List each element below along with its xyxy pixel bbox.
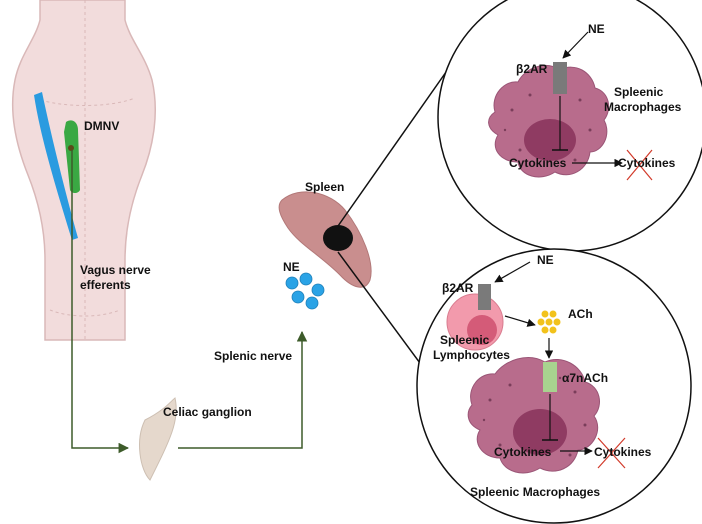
celiac-ganglion-label: Celiac ganglion <box>163 405 252 419</box>
top-blocked-cross <box>626 149 653 181</box>
dmnv-marker-dot <box>68 145 74 151</box>
bottom-cytokines-right-label: Cytokines <box>594 445 652 459</box>
vagus-nerve-shape <box>34 92 78 240</box>
bottom-b2ar-receptor <box>478 284 491 310</box>
top-b2ar-receptor <box>553 62 567 94</box>
bottom-macrophage-granules <box>482 376 587 457</box>
celiac-ganglion-shape <box>139 397 177 481</box>
ach-release-arrow <box>504 315 536 327</box>
dmnv-label: DMNV <box>84 119 120 133</box>
spleen-focus-dot <box>323 225 353 251</box>
bottom-macrophage-nucleus <box>513 409 567 455</box>
a7nach-label: α7nACh <box>562 371 609 385</box>
lymphocyte-nucleus <box>467 315 497 345</box>
vagus-efferent-path <box>71 150 130 454</box>
zoom-line-top <box>337 44 466 227</box>
top-b2ar-label: β2AR <box>516 62 548 76</box>
bottom-blocked-cross <box>597 437 626 469</box>
ach-label: ACh <box>568 307 593 321</box>
ach-molecules <box>537 310 561 334</box>
top-macrophage-granules <box>503 88 592 162</box>
spleen-label: Spleen <box>305 180 345 194</box>
top-cytokines-right-label: Cytokines <box>618 156 676 170</box>
bottom-ne-label: NE <box>537 253 554 267</box>
vagus-efferents-label-line2: efferents <box>80 278 131 292</box>
vagus-efferents-label-line1: Vagus nerve <box>80 263 151 277</box>
top-macrophage-nucleus <box>524 119 576 161</box>
top-macrophages-label-line1: Spleenic <box>614 85 664 99</box>
lymphocytes-label-line2: Lymphocytes <box>433 348 510 362</box>
splenic-nerve-label: Splenic nerve <box>214 349 293 363</box>
top-ne-arrow <box>562 31 589 59</box>
top-ne-label: NE <box>588 22 605 36</box>
lymphocytes-label-line1: Spleenic <box>440 333 490 347</box>
top-cytokines-left-label: Cytokines <box>509 156 567 170</box>
ne-vesicles <box>285 272 325 310</box>
bottom-ne-arrow <box>494 261 531 283</box>
splenic-nerve-path <box>178 330 308 449</box>
bottom-b2ar-label: β2AR <box>442 281 474 295</box>
brainstem <box>11 0 157 341</box>
a7nach-receptor <box>543 362 557 392</box>
top-macrophages-label-line2: Macrophages <box>604 100 682 114</box>
ne-spleen-label: NE <box>283 260 300 274</box>
bottom-cytokines-left-label: Cytokines <box>494 445 552 459</box>
bottom-macrophages-label: Spleenic Macrophages <box>470 485 601 499</box>
